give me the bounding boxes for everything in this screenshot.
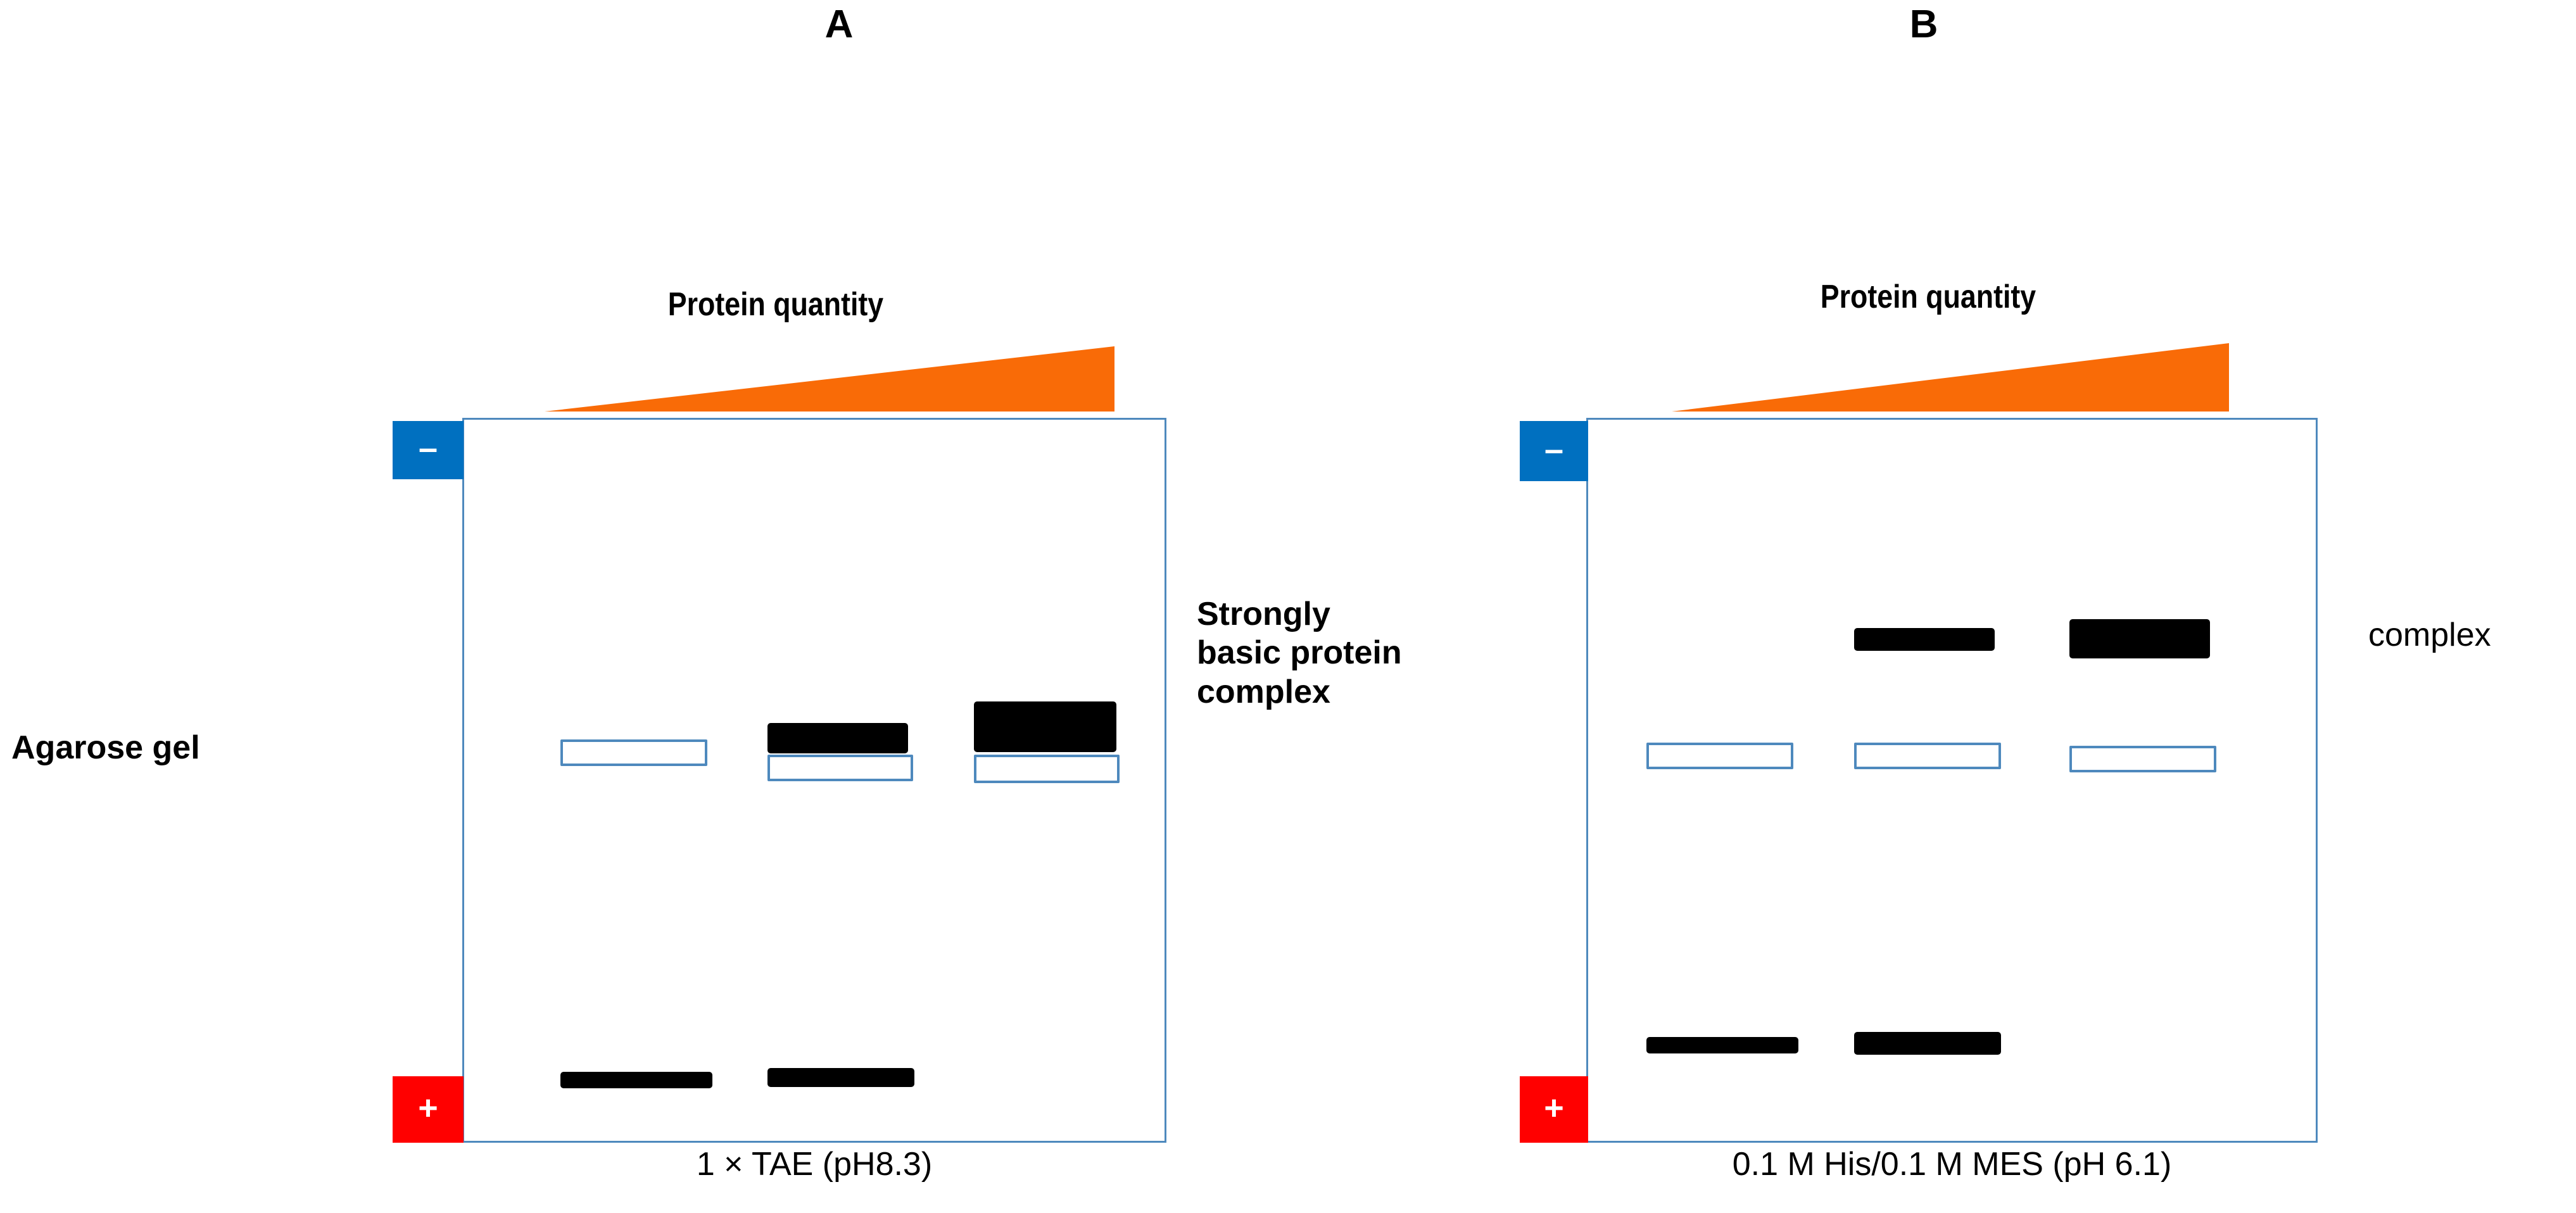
panel-a-protein-quantity-wedge-icon [545,346,1114,412]
panel-a-lane2-complex-band [767,723,908,753]
panel-b-lane2-fast-band [1854,1032,2001,1055]
panel-a-protein-quantity-label: Protein quantity [667,286,884,323]
panel-a-lane1-fast-band [560,1072,712,1088]
panel-a-lane2-fast-band [767,1068,914,1087]
panel-a-lane2-free-probe-band [767,755,913,781]
panel-b-positive-electrode: + [1520,1076,1588,1143]
minus-icon: – [418,429,438,467]
plus-icon: + [1544,1088,1564,1127]
panel-a-lane1-free-probe-band [560,739,707,766]
panel-b-negative-electrode: – [1520,421,1588,481]
panel-b-lane1-fast-band [1646,1037,1798,1053]
panel-b-letter: B [1909,3,1938,46]
panel-b-lane3-complex-band [2069,619,2210,658]
panel-a-buffer-caption: 1 × TAE (pH8.3) [696,1146,933,1183]
panel-b-protein-quantity-wedge-icon [1672,343,2229,412]
panel-a-negative-electrode: – [393,421,464,479]
agarose-gel-axis-label: Agarose gel [11,729,200,766]
panel-b-lane3-free-probe-band [2069,746,2216,772]
panel-b-protein-quantity-label: Protein quantity [1820,279,2036,315]
panel-b-complex-annotation: complex [2368,617,2491,653]
panel-a-complex-annotation: Strongly basic protein complex [1197,595,1501,712]
panel-b-gel-box [1586,418,2318,1143]
panel-a-complex-annotation-line-3: complex [1197,673,1330,710]
panel-b-lane2-free-probe-band [1854,743,2001,769]
panel-b-lane2-complex-band [1854,628,1995,651]
panel-a-complex-annotation-line-1: Strongly [1197,596,1330,632]
panel-a-complex-annotation-line-2: basic protein [1197,634,1402,672]
panel-b-buffer-caption: 0.1 M His/0.1 M MES (pH 6.1) [1732,1146,2172,1183]
panel-a-positive-electrode: + [393,1076,464,1143]
plus-icon: + [418,1088,438,1127]
panel-a-lane3-complex-band [974,701,1116,752]
panel-a-letter: A [824,3,854,46]
panel-a-lane3-free-probe-band [974,755,1120,783]
minus-icon: – [1544,430,1564,468]
panel-b-lane1-free-probe-band [1646,743,1793,769]
